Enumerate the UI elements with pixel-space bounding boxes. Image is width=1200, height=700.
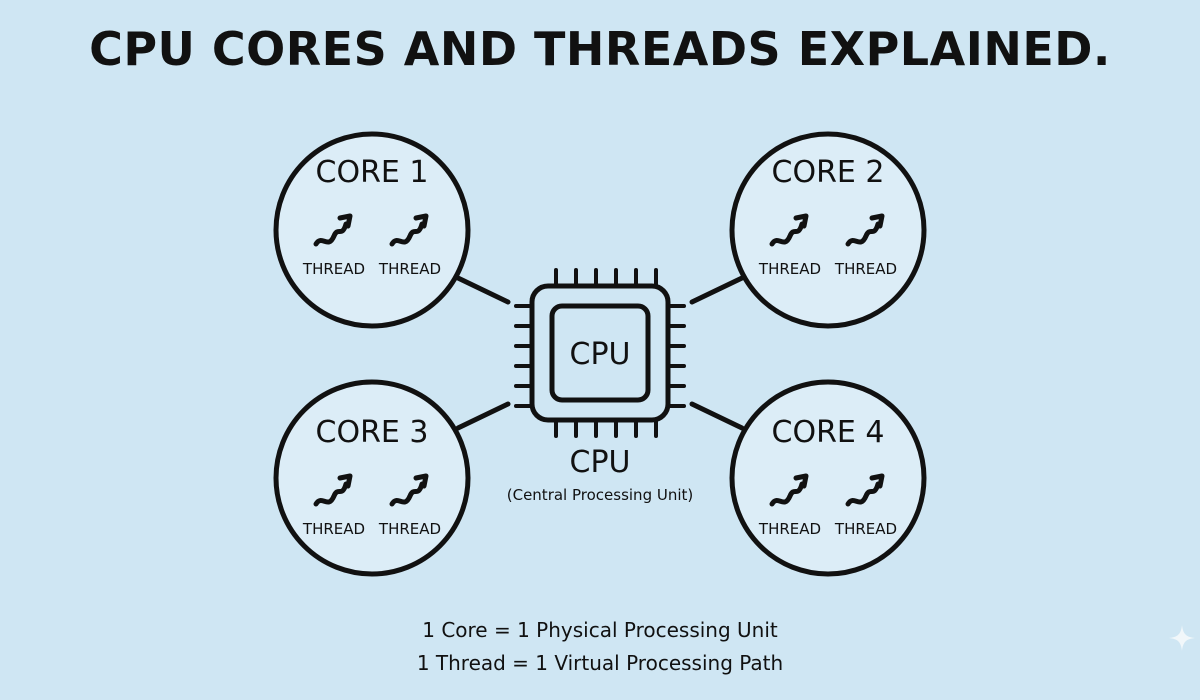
thread-2: THREAD: [834, 476, 897, 538]
thread-label: THREAD: [378, 520, 441, 538]
thread-1: THREAD: [758, 476, 821, 538]
thread-2: THREAD: [378, 216, 441, 278]
page-title: CPU CORES AND THREADS EXPLAINED.: [89, 22, 1111, 76]
core-2: CORE 2 THREAD THREAD: [729, 131, 927, 329]
core-label: CORE 3: [316, 415, 429, 450]
sparkle-icon: [1169, 625, 1195, 651]
connector-core-1: [455, 275, 511, 305]
cpu-chip-label: CPU: [570, 337, 631, 372]
thread-2: THREAD: [378, 476, 441, 538]
core-1: CORE 1 THREAD THREAD: [273, 131, 471, 329]
thread-label: THREAD: [378, 260, 441, 278]
cpu-caption: CPU: [570, 445, 631, 480]
cpu-subcaption: (Central Processing Unit): [507, 486, 694, 504]
footer-line-thread: 1 Thread = 1 Virtual Processing Path: [416, 651, 784, 675]
thread-label: THREAD: [758, 260, 821, 278]
connector-core-2: [689, 275, 745, 305]
thread-1: THREAD: [758, 216, 821, 278]
thread-label: THREAD: [834, 260, 897, 278]
thread-label: THREAD: [758, 520, 821, 538]
connector-core-4: [689, 401, 745, 431]
core-label: CORE 4: [772, 415, 885, 450]
thread-1: THREAD: [302, 476, 365, 538]
core-4: CORE 4 THREAD THREAD: [729, 379, 927, 577]
footer-line-core: 1 Core = 1 Physical Processing Unit: [422, 618, 778, 642]
connector-core-3: [455, 401, 511, 431]
core-label: CORE 2: [772, 155, 885, 190]
thread-label: THREAD: [302, 520, 365, 538]
thread-2: THREAD: [834, 216, 897, 278]
core-label: CORE 1: [316, 155, 429, 190]
thread-1: THREAD: [302, 216, 365, 278]
thread-label: THREAD: [302, 260, 365, 278]
core-3: CORE 3 THREAD THREAD: [273, 379, 471, 577]
cpu-chip-icon: CPU: [514, 268, 686, 438]
thread-label: THREAD: [834, 520, 897, 538]
